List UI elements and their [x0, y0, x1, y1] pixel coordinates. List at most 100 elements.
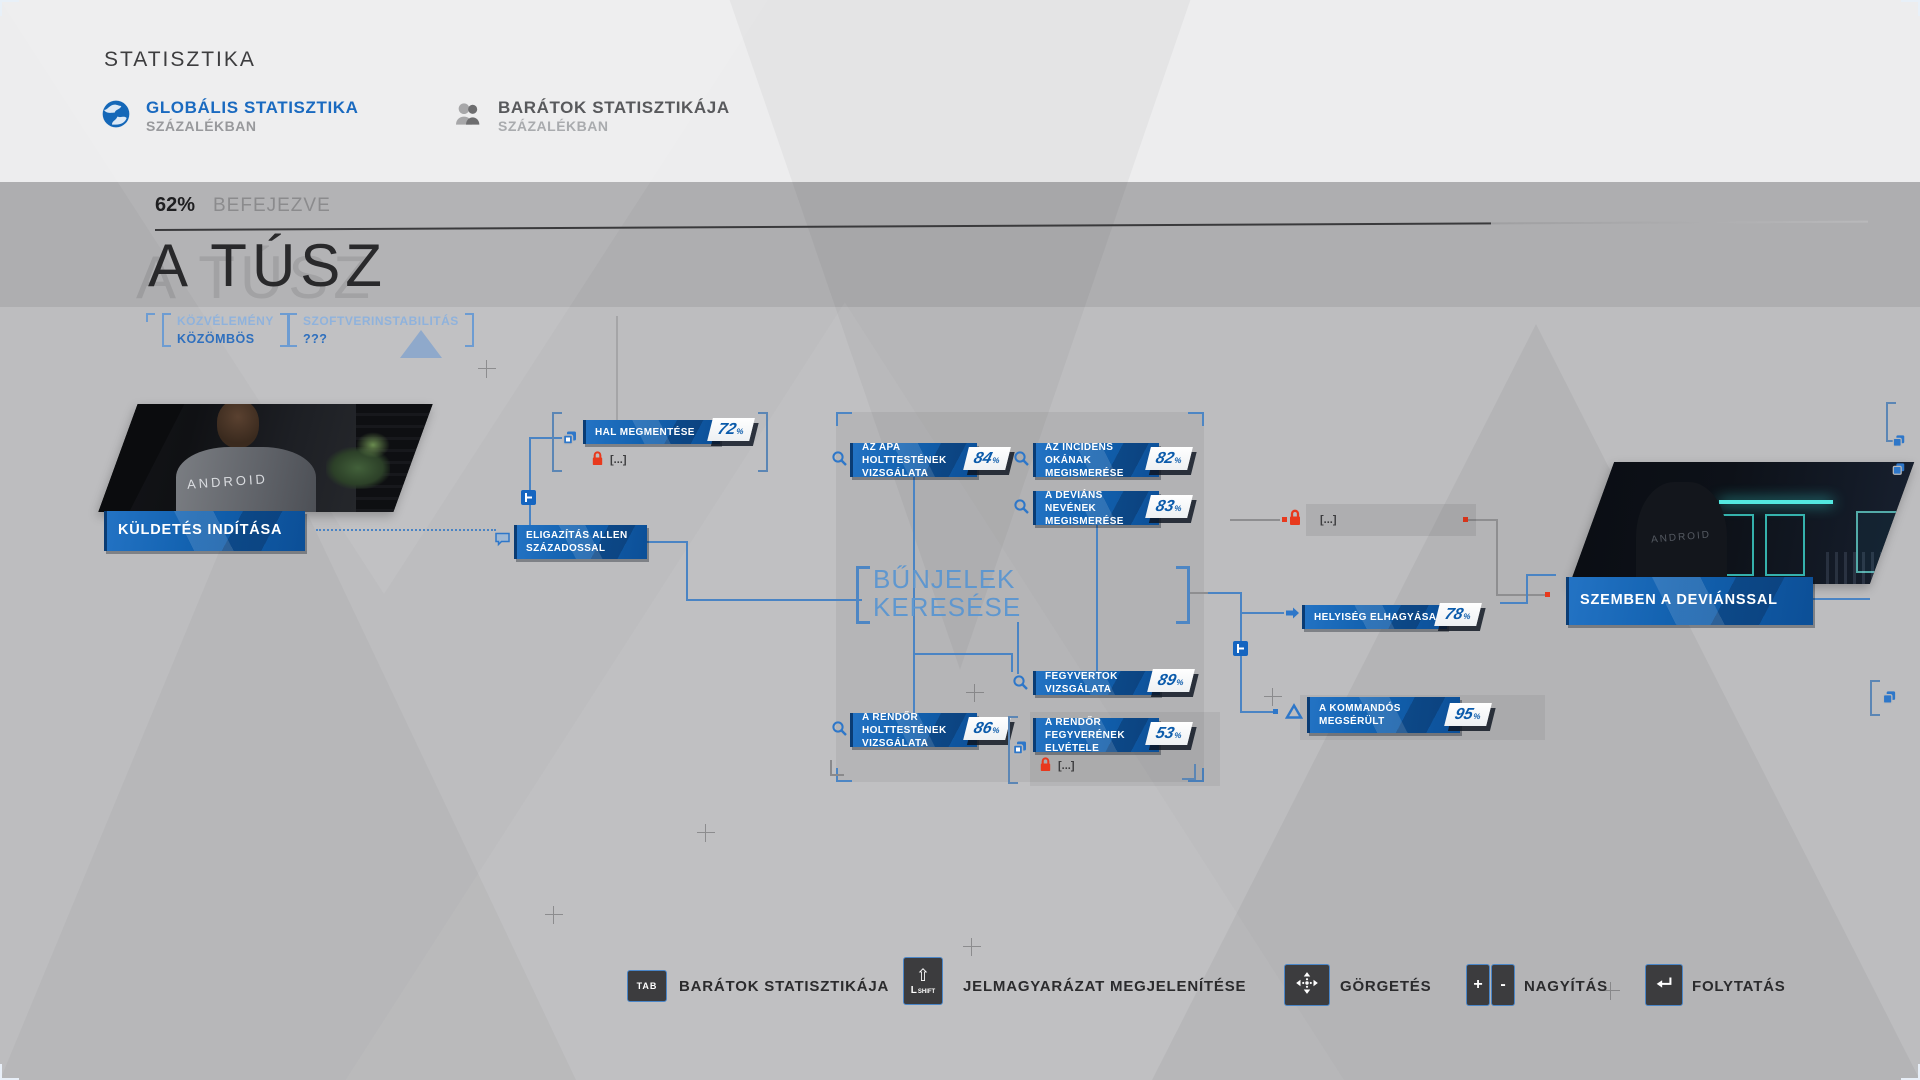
- crosshair-marker: [966, 684, 984, 702]
- hint-zoom: NAGYÍTÁS: [1524, 978, 1608, 995]
- status-software-instability: SZOFTVERINSTABILITÁS ???: [288, 313, 474, 347]
- tab-sublabel: SZÁZALÉKBAN: [498, 118, 609, 134]
- tab-friends-statistics[interactable]: BARÁTOK STATISZTIKÁJA SZÁZALÉKBAN: [452, 98, 730, 136]
- connector-line: [1017, 622, 1019, 674]
- locked-dot: [1463, 517, 1468, 522]
- status-label: SZOFTVERINSTABILITÁS: [303, 314, 459, 328]
- connector-line: [529, 437, 562, 439]
- magnifier-icon: [1013, 450, 1030, 472]
- arrow-right-icon: [1284, 605, 1301, 626]
- connector-line: [1526, 574, 1556, 576]
- connector-line: [1208, 592, 1242, 594]
- lock-icon: [1287, 508, 1303, 531]
- node-label: ELIGAZÍTÁS ALLEN SZÁZADOSSAL: [526, 530, 628, 554]
- flow-node-a-rendor-fegyverenek[interactable]: A RENDŐR FEGYVERÉNEK ELVÉTELE: [1033, 717, 1159, 754]
- progress-percent: 62%: [155, 194, 196, 216]
- magnifier-icon: [1012, 674, 1029, 696]
- key-shift[interactable]: ⇧ L SHIFT: [903, 957, 943, 1005]
- key-plus-label: +: [1473, 976, 1483, 993]
- key-tab-label: TAB: [636, 981, 658, 991]
- enter-return-icon: [1653, 972, 1675, 999]
- progress-label: BEFEJEZVE: [213, 195, 331, 216]
- node-label: AZ INCIDENS OKÁNAK MEGISMERÉSE: [1045, 441, 1124, 479]
- hint-scroll: GÖRGETÉS: [1340, 978, 1432, 995]
- locked-outcome: [...]: [590, 450, 627, 469]
- connector-dot: [1545, 592, 1550, 597]
- flow-node-a-kommandos[interactable]: A KOMMANDÓS MEGSÉRÜLT: [1307, 697, 1460, 733]
- node-label: FEGYVERTOK VIZSGÁLATA: [1045, 671, 1118, 695]
- key-plus[interactable]: +: [1466, 964, 1490, 1006]
- flow-node-eligazitas[interactable]: ELIGAZÍTÁS ALLEN SZÁZADOSSAL: [514, 525, 647, 559]
- chapter-title-echo: A TÚSZ: [136, 244, 375, 311]
- key-shift-l: L: [910, 984, 917, 996]
- friends-icon: [452, 98, 484, 135]
- globe-icon: [100, 98, 132, 135]
- center-bracket: [1176, 566, 1190, 624]
- connector-line: [1230, 519, 1280, 521]
- locked-outcome: [...]: [1038, 756, 1075, 775]
- locked-node: [...]: [1306, 504, 1476, 536]
- tab-label: GLOBÁLIS STATISZTIKA: [146, 98, 359, 117]
- magnifier-icon: [1013, 498, 1030, 520]
- key-shift-text: SHIFT: [917, 988, 936, 995]
- key-move[interactable]: [1284, 964, 1330, 1006]
- connector-line: [1096, 520, 1098, 672]
- connector-line: [644, 541, 688, 543]
- connector-line: [686, 541, 688, 601]
- flow-node-helyiseg-elhagyasa[interactable]: HELYISÉG ELHAGYÁSA: [1302, 605, 1447, 629]
- flow-node-az-incidens[interactable]: AZ INCIDENS OKÁNAK MEGISMERÉSE: [1033, 442, 1159, 479]
- cards-icon: [562, 430, 578, 451]
- branch-icon: [521, 490, 536, 505]
- end-node[interactable]: SZEMBEN A DEVIÁNSSAL: [1566, 577, 1813, 625]
- decor-triangle: [400, 330, 442, 358]
- flow-node-az-apa[interactable]: AZ APA HOLTTESTÉNEK VIZSGÁLATA: [850, 442, 977, 479]
- start-node[interactable]: KÜLDETÉS INDÍTÁSA: [104, 511, 305, 551]
- hint-friends-statistics: BARÁTOK STATISZTIKÁJA: [679, 978, 890, 995]
- magnifier-icon: [831, 450, 848, 472]
- hint-legend: JELMAGYARÁZAT MEGJELENÍTÉSE: [963, 978, 1247, 995]
- group-bracket: [1008, 716, 1018, 784]
- end-node-thumbnail: ANDROID: [1569, 462, 1915, 584]
- magnifier-icon: [831, 720, 848, 742]
- node-label: A DEVIÁNS NEVÉNEK MEGISMERÉSE: [1045, 489, 1124, 527]
- key-minus[interactable]: -: [1491, 964, 1515, 1006]
- cards-icon: [1892, 462, 1906, 481]
- shift-arrow-glyph: ⇧: [915, 965, 931, 985]
- triangle-icon: [1284, 703, 1304, 725]
- locked-label: [...]: [610, 453, 627, 466]
- key-enter[interactable]: [1645, 964, 1683, 1006]
- center-label: BŰNJELEK KERESÉSE: [873, 564, 1022, 623]
- node-percent-badge: 72%: [707, 418, 755, 442]
- connector-line: [913, 653, 1013, 655]
- background-title-band: [0, 182, 1920, 307]
- node-label: A RENDŐR HOLTTESTÉNEK VIZSGÁLATA: [862, 711, 947, 749]
- flow-node-a-rendor-holttestenek[interactable]: A RENDŐR HOLTTESTÉNEK VIZSGÁLATA: [850, 712, 977, 749]
- connector-line: [686, 599, 862, 601]
- node-label: HAL MEGMENTÉSE: [595, 426, 695, 438]
- crosshair-marker: [963, 938, 981, 956]
- lock-icon: [590, 450, 605, 469]
- locked-label: [...]: [1320, 514, 1337, 526]
- background-top-band: [0, 0, 1920, 182]
- tab-global-statistics[interactable]: GLOBÁLIS STATISZTIKA SZÁZALÉKBAN: [100, 98, 359, 136]
- crosshair-marker: [697, 824, 715, 842]
- decor-line: [616, 316, 618, 422]
- crosshair-marker: [1264, 688, 1282, 706]
- flow-node-a-devians-nevenek[interactable]: A DEVIÁNS NEVÉNEK MEGISMERÉSE: [1033, 490, 1159, 527]
- start-node-thumbnail: ANDROID: [98, 404, 433, 512]
- edge-bracket: [1886, 402, 1896, 442]
- key-minus-label: -: [1500, 976, 1506, 993]
- start-node-label: KÜLDETÉS INDÍTÁSA: [118, 522, 283, 539]
- connector-line: [1011, 653, 1013, 672]
- crosshair-marker: [478, 360, 496, 378]
- group-bracket: [552, 412, 562, 472]
- status-label: KÖZVÉLEMÉNY: [177, 314, 274, 328]
- tab-label: BARÁTOK STATISZTIKÁJA: [498, 98, 730, 117]
- page-title: STATISZTIKA: [104, 48, 256, 71]
- chapter-title: A TÚSZ: [148, 232, 387, 299]
- cards-icon: [1892, 434, 1906, 453]
- key-tab[interactable]: TAB: [627, 970, 667, 1002]
- flow-node-hal-megmentese[interactable]: HAL MEGMENTÉSE: [583, 420, 720, 444]
- flow-node-fegyvertok[interactable]: FEGYVERTOK VIZSGÁLATA: [1033, 671, 1160, 695]
- end-node-label: SZEMBEN A DEVIÁNSSAL: [1580, 592, 1778, 609]
